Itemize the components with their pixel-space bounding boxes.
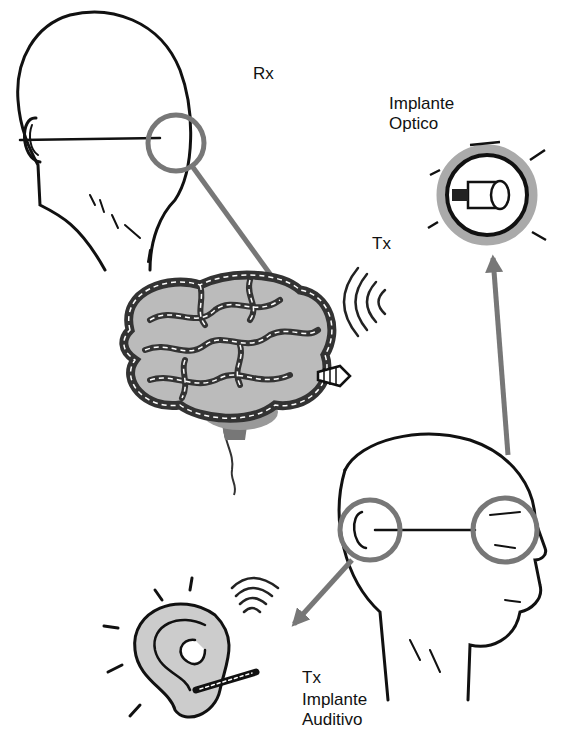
- signal-waves: [344, 268, 385, 336]
- focus-circle: [340, 500, 400, 560]
- label-text: Implante Auditivo: [302, 690, 367, 731]
- signal-waves: [232, 578, 278, 612]
- head-back: [18, 12, 191, 270]
- label-text: Tx: [302, 668, 321, 688]
- label-text: Implante Optico: [389, 94, 454, 135]
- brain: [124, 275, 350, 495]
- focus-circle: [473, 498, 537, 562]
- label-text: Rx: [253, 64, 274, 84]
- label-text: Tx: [372, 234, 391, 254]
- pointer-arrow: [493, 258, 508, 455]
- optical-implant: [428, 142, 546, 241]
- head-front: [339, 434, 545, 700]
- focus-circle: [148, 115, 204, 171]
- pointer-arrow: [294, 560, 352, 624]
- ear: [104, 578, 256, 717]
